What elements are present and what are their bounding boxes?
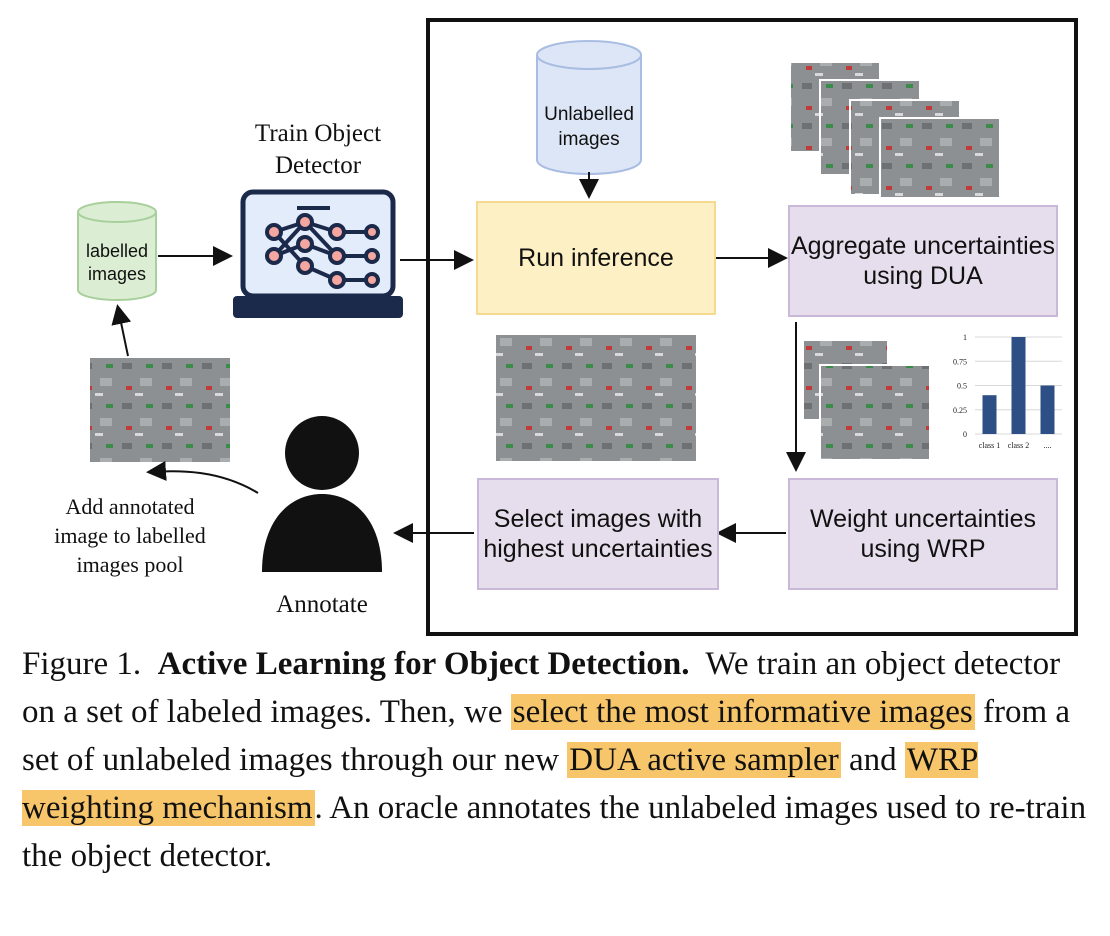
unlabelled-images-cylinder	[536, 40, 642, 175]
chart-ytick-label: 0.75	[953, 357, 967, 366]
diagram-canvas: 0 0.25 0.5 0.75 1 class 1 class 2....	[77, 18, 1078, 636]
weight-line1: Weight uncertainties	[809, 505, 1037, 533]
arrow-annotate-to-image	[146, 460, 259, 494]
chart-bar	[1040, 385, 1055, 434]
select-images-box: Select images with highest uncertainties	[477, 478, 719, 590]
labelled-images-label: labelled images	[78, 240, 156, 286]
unlabelled-line2: images	[558, 129, 620, 150]
annotated-aerial-image	[90, 358, 230, 462]
selected-aerial-image	[496, 335, 696, 461]
caption-prefix: Figure 1.	[22, 646, 142, 682]
figure-caption: Figure 1. Active Learning for Object Det…	[22, 640, 1090, 880]
weight-line2: using WRP	[860, 535, 986, 563]
unlabelled-images-label: Unlabelled images	[537, 102, 641, 152]
caption-highlight-2: DUA active sampler	[567, 742, 841, 778]
unlabelled-line1: Unlabelled	[544, 104, 634, 125]
aggregate-line1: Aggregate uncertainties	[790, 232, 1056, 260]
caption-text-1: We train an object detector on a set of …	[22, 646, 1061, 730]
caption-text-4: . An oracle annotates the unlabeled imag…	[22, 790, 1087, 874]
chart-ytick-label: 0.5	[957, 382, 967, 391]
chart-xtick-label: class 1	[979, 441, 1001, 450]
chart-ytick-label: 0	[963, 430, 967, 439]
add-annotated-line1: Add annotated	[65, 494, 195, 519]
labelled-line1: labelled	[85, 241, 149, 261]
chart-ytick-label: 1	[963, 333, 967, 342]
select-line2: highest uncertainties	[483, 535, 713, 563]
add-annotated-line3: images pool	[76, 552, 184, 577]
chart-ytick-label: 0.25	[953, 406, 967, 415]
weighted-aerial-image-stack	[802, 339, 931, 461]
aggregate-uncertainties-box: Aggregate uncertainties using DUA	[788, 205, 1058, 317]
add-annotated-label: Add annotated image to labelled images p…	[30, 492, 230, 579]
chart-bar	[982, 395, 997, 434]
labelled-images-cylinder	[77, 201, 157, 301]
train-label-line2: Detector	[274, 152, 362, 179]
labelled-line2: images	[87, 264, 147, 284]
laptop-icon	[233, 189, 403, 318]
arrow-image-to-labelled	[111, 304, 132, 357]
caption-text-3: and	[848, 742, 897, 778]
train-label-line1: Train Object	[254, 120, 382, 147]
run-inference-label: Run inference	[518, 244, 674, 272]
annotator-person-icon	[262, 416, 382, 572]
aggregate-line2: using DUA	[863, 262, 983, 290]
add-annotated-line2: image to labelled	[54, 523, 206, 548]
train-detector-label: Train Object Detector	[228, 118, 408, 182]
chart-bar	[1011, 337, 1026, 434]
weight-uncertainties-box: Weight uncertainties using WRP	[788, 478, 1058, 590]
annotate-label: Annotate	[276, 591, 368, 618]
inference-aerial-image-stack	[789, 61, 1001, 199]
run-inference-box: Run inference	[476, 201, 716, 315]
class-weight-bar-chart: 0 0.25 0.5 0.75 1 class 1 class 2....	[953, 333, 1062, 450]
caption-text-2: from a set of unlabeled images through o…	[22, 694, 1071, 778]
chart-xtick-label: class 2	[1008, 441, 1030, 450]
caption-title: Active Learning for Object Detection.	[157, 646, 690, 682]
caption-highlight-1: select the most informative images	[510, 694, 975, 730]
select-line1: Select images with	[493, 505, 703, 533]
process-frame	[426, 18, 1078, 636]
chart-xtick-label: ....	[1044, 441, 1052, 450]
